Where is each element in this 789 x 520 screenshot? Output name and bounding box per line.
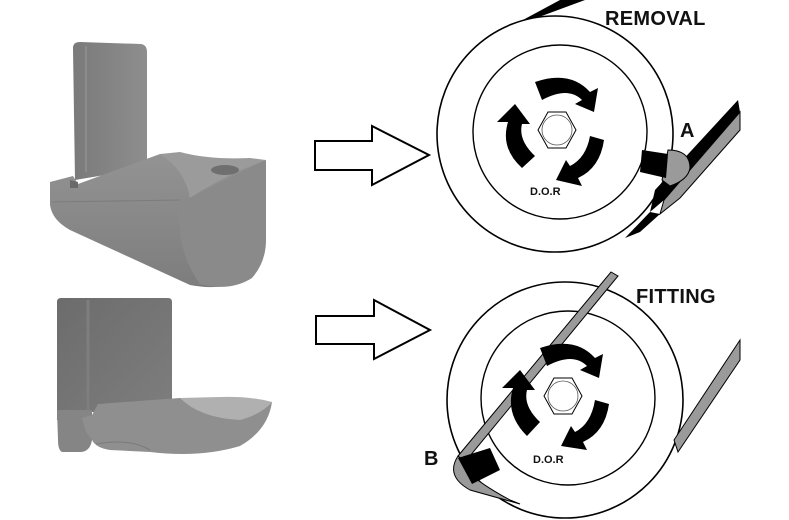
removal-pulley-diagram [436, 0, 741, 253]
arrow-to-removal-icon [314, 124, 432, 187]
removal-marker-a: A [680, 120, 695, 142]
tool-view-angled [50, 42, 266, 288]
arrow-to-fitting-icon [315, 298, 433, 361]
fitting-pulley-diagram [446, 271, 741, 519]
fitting-marker-b: B [424, 448, 439, 470]
removal-title: REMOVAL [605, 8, 706, 30]
fitting-title: FITTING [636, 286, 716, 308]
removal-dor-label: D.O.R [530, 186, 561, 198]
tool-view-front [57, 298, 272, 454]
fitting-dor-label: D.O.R [533, 454, 564, 466]
